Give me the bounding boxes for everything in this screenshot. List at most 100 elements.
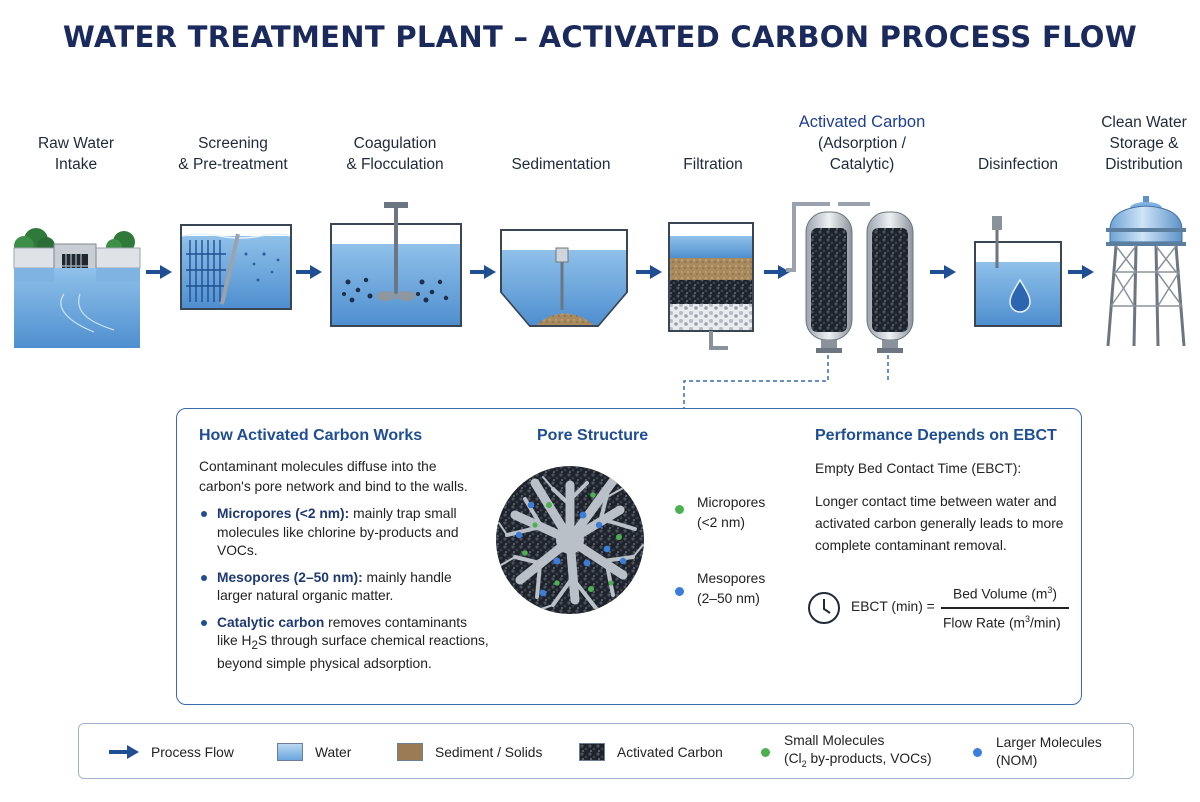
raw-water-intake-illustration [13,228,141,348]
stage-label-line: Intake [54,156,98,173]
process-flow-arrow [296,265,322,279]
legend-sublabel: (NOM) [996,753,1038,768]
numerator-text: ) [1052,586,1057,602]
ebct-heading: Performance Depends on EBCT [815,427,1057,444]
bullet-dot [201,574,207,581]
ebct-lhs: EBCT (min) = [851,599,935,614]
legend-label: Water [315,744,352,760]
clock-icon [808,592,840,624]
denominator-text: /min) [1030,615,1061,631]
page-title: WATER TREATMENT PLANT – ACTIVATED CARBON… [62,20,1138,54]
legend-carbon: Activated Carbon [579,724,723,780]
stage-label-raw-water: Raw Water Intake [12,133,140,175]
bullet-bold: Micropores (<2 nm): [217,506,350,521]
carbon-swatch [579,743,605,761]
superscript: 3 [1025,614,1031,624]
process-flow-arrow [636,265,662,279]
activated-carbon-info-panel: How Activated Carbon Works Contaminant m… [176,408,1082,705]
bullet-dot [201,619,207,626]
bullet-micropores: Micropores (<2 nm): mainly trap small mo… [199,505,489,561]
stage-label-line: & Flocculation [346,156,444,173]
legend-sublabel: (Cl2 by-products, VOCs) [784,750,932,773]
legend-larger-molecules: Larger Molecules (NOM) [973,724,1102,780]
how-section: Contaminant molecules diffuse into the c… [199,457,489,682]
how-intro: Contaminant molecules diffuse into the c… [199,459,468,494]
bullet-text: mainly handle larger natural organic mat… [217,569,452,604]
bullet-text: S through surface chemical reactions, be… [217,633,489,672]
ebct-section: Empty Bed Contact Time (EBCT): Longer co… [815,459,1075,569]
stage-label-line: Disinfection [977,156,1059,173]
coagulation-illustration [330,202,462,327]
ebct-formula: EBCT (min) = Bed Volume (m3) Flow Rate (… [807,585,1077,635]
legend-sublabel-text: by-products, VOCs) [806,750,932,766]
process-flow-arrow [146,265,172,279]
process-flow-arrow [1068,265,1094,279]
ebct-description: Longer contact time between water and ac… [815,494,1064,553]
stage-label-line: Storage & [1109,135,1179,152]
disinfection-illustration [974,216,1062,327]
stage-label-filtration: Filtration [660,154,766,175]
arrow-icon [109,745,139,759]
process-flow-arrow [930,265,956,279]
large-molecule-dot [973,747,982,757]
subscript: 2 [801,758,807,769]
stage-label-line: Coagulation [353,135,437,152]
fraction-bar [941,607,1069,609]
water-tower-illustration [1106,196,1186,347]
micropores-label: Micropores [697,495,766,510]
numerator-text: Bed Volume (m [953,586,1048,602]
mesopore-dot [675,587,684,596]
legend-sediment: Sediment / Solids [397,724,542,780]
bullet-bold: Mesopores (2–50 nm): [217,569,363,585]
legend-label: Sediment / Solids [435,744,543,760]
mesopores-label: Mesopores [697,571,766,586]
stage-label-line: Filtration [683,156,743,173]
bullet-text: mainly trap small molecules like chlorin… [217,506,459,558]
stage-label-coagulation: Coagulation & Flocculation [322,133,468,175]
mesopores-range: (2–50 nm) [697,591,760,606]
pore-structure-diagram [496,466,644,614]
legend-label: Process Flow [151,744,234,760]
bullet-bold: Catalytic carbon [217,614,325,630]
sediment-swatch [397,743,423,761]
pore-heading: Pore Structure [537,427,649,444]
pore-bullets: Micropores (<2 nm): mainly trap small mo… [199,505,489,674]
legend-label: Activated Carbon [617,744,723,760]
stage-label-line: Distribution [1105,156,1183,173]
legend-panel: Process Flow Water Sediment / Solids Act… [78,723,1134,779]
stage-label-sedimentation: Sedimentation [496,154,626,175]
stage-label-line: (Adsorption / [818,135,906,152]
small-molecule-dot [761,747,770,757]
stage-label-line: & Pre-treatment [178,156,288,173]
stage-label-line: Catalytic) [829,156,895,173]
stage-label-clean-water: Clean Water Storage & Distribution [1088,112,1200,175]
sedimentation-illustration [500,229,628,327]
water-swatch [277,743,303,761]
bullet-catalytic: Catalytic carbon removes contaminants li… [199,614,489,674]
callout-connector [683,355,889,409]
bullet-dot [201,511,207,517]
micropores-range: (<2 nm) [697,515,745,530]
superscript: 3 [1047,585,1053,595]
activated-carbon-vessels-illustration [786,202,914,353]
stage-label-disinfection: Disinfection [958,154,1078,175]
filtration-illustration [668,222,754,350]
legend-sublabel-text: (Cl [784,750,802,766]
ebct-denominator: Flow Rate (m3/min) [943,614,1061,631]
bullet-mesopores: Mesopores (2–50 nm): mainly handle large… [199,569,489,606]
micropore-dot [675,505,684,514]
ebct-subtitle: Empty Bed Contact Time (EBCT): [815,461,1022,476]
stage-label-line: Clean Water [1101,114,1187,131]
stage-label-line: Raw Water [37,135,115,152]
stage-label-line: Screening [198,135,268,152]
subscript: 2 [251,639,258,652]
legend-process-flow: Process Flow [109,724,234,780]
stage-label-screening: Screening & Pre-treatment [158,133,308,175]
screening-illustration [180,224,292,310]
legend-water: Water [277,724,351,780]
denominator-text: Flow Rate (m [943,615,1026,631]
legend-label: Larger Molecules [996,735,1102,750]
bullet-text: removes contaminants like H [217,614,467,649]
stage-label-line: Sedimentation [511,156,611,173]
how-heading: How Activated Carbon Works [199,427,423,444]
